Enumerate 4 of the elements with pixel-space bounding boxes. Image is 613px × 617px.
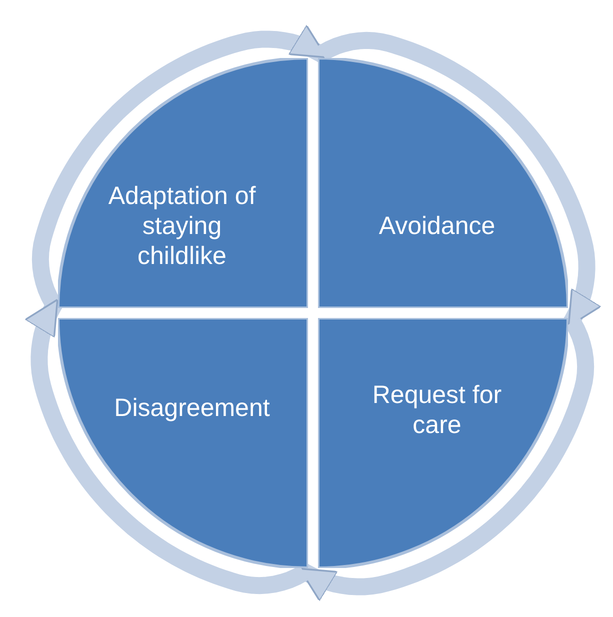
quadrant-label: Adaptation of staying childlike [107, 181, 257, 271]
quadrant-label: Disagreement [113, 393, 271, 423]
quadrant-label: Avoidance [378, 211, 496, 241]
quadrant-label: Request for care [371, 380, 503, 440]
